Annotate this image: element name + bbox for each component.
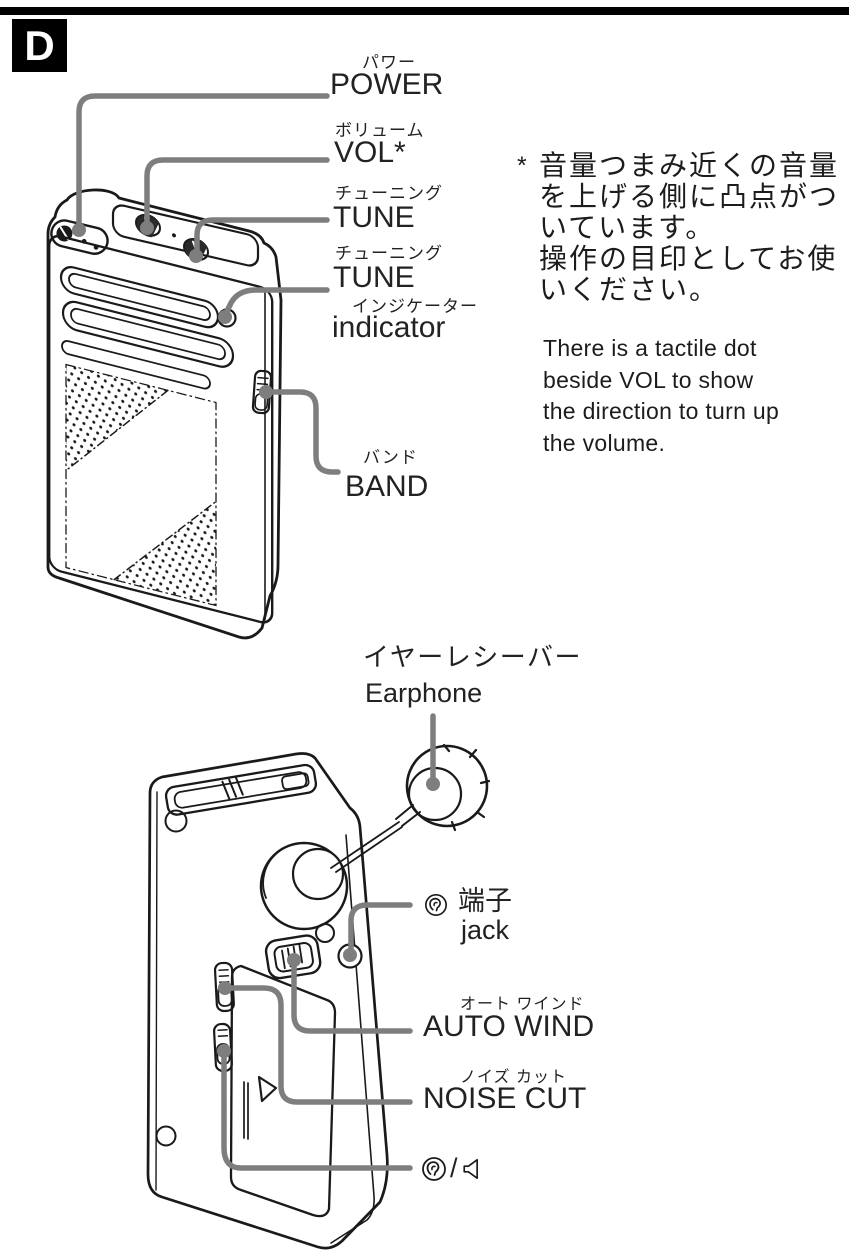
- power-label: POWER: [330, 68, 444, 101]
- callout-auto-wind: [291, 963, 413, 1034]
- en-note-line: the direction to turn up: [543, 398, 780, 424]
- earphone-label-ja: イヤーレシーバー: [363, 642, 582, 672]
- ja-note-line: いください。: [539, 274, 720, 305]
- screw-hole: [164, 809, 188, 833]
- ear-speaker-label: /: [421, 1153, 485, 1184]
- noise-cut-label: NOISE CUT: [423, 1082, 587, 1115]
- tune-label: TUNE: [333, 201, 415, 234]
- ja-note-line: いています。: [539, 212, 716, 243]
- top-slider: [164, 763, 318, 816]
- callout-dots: [72, 221, 440, 1058]
- device-front-illustration: [46, 188, 283, 640]
- auto-wind-label-ruby: オート ワインド: [460, 996, 585, 1013]
- en-note-line: the volume.: [543, 429, 666, 456]
- cover-arrow: [257, 1075, 278, 1103]
- callout-tune-indicator: [224, 287, 330, 314]
- jack-label-en: jack: [461, 915, 510, 945]
- indicator-label-ruby: インジケーター: [352, 297, 478, 316]
- callout-power: [76, 93, 330, 227]
- device-back-illustration: [146, 752, 403, 1250]
- screw-hole: [155, 1125, 177, 1147]
- ear-speaker-separator: /: [450, 1153, 458, 1183]
- page-top-rule: [0, 7, 849, 15]
- callout-noise-cut: [224, 985, 413, 1105]
- tune-indicator-label: TUNE: [333, 261, 415, 294]
- section-marker-letter: D: [24, 21, 55, 69]
- power-label-ruby: パワー: [362, 53, 416, 72]
- jack-label-ja: 端子: [458, 886, 512, 916]
- ja-note-line: を上げる側に凸点がつ: [539, 181, 840, 212]
- vol-label-ruby: ボリューム: [335, 121, 425, 140]
- earphone-cord: [330, 821, 403, 873]
- callout-ear-speaker: [221, 1053, 413, 1171]
- callout-tune: [194, 217, 330, 253]
- jack-ear-icon: [424, 893, 448, 922]
- band-label: BAND: [345, 470, 429, 503]
- en-note-line: beside VOL to show: [543, 366, 754, 393]
- tune-indicator-label-ruby: チューニング: [335, 244, 443, 263]
- en-note-line: There is a tactile dot: [543, 335, 757, 361]
- callout-band: [265, 389, 341, 475]
- screw-hole: [315, 923, 335, 943]
- ja-note-line: 音量つまみ近くの音量: [539, 150, 840, 181]
- callout-lines: [76, 93, 436, 1171]
- ja-note-marker: *: [517, 152, 527, 180]
- auto-wind-label: AUTO WIND: [423, 1010, 595, 1043]
- vol-label: VOL*: [334, 136, 406, 169]
- band-label-ruby: バンド: [363, 448, 418, 467]
- speaker-icon: [461, 1157, 485, 1181]
- indicator-label: indicator: [332, 311, 446, 344]
- earphone-illustration: [395, 743, 491, 832]
- ear-icon: [421, 1156, 447, 1182]
- callout-vol: [144, 157, 330, 225]
- callout-jack: [348, 902, 413, 952]
- noise-cut-label-ruby: ノイズ カット: [460, 1069, 567, 1086]
- tune-label-ruby: チューニング: [335, 184, 443, 203]
- speaker-grille: [65, 363, 217, 607]
- cord-reel: [259, 841, 349, 931]
- earphone-label-en: Earphone: [365, 678, 483, 708]
- ja-note: 音量つまみ近くの音量 を上げる側に凸点がつ いています。 操作の目印としてお使 …: [539, 150, 839, 305]
- ja-note-line: 操作の目印としてお使: [539, 243, 838, 274]
- section-marker: D: [12, 19, 67, 72]
- en-note: There is a tactile dot beside VOL to sho…: [543, 333, 779, 459]
